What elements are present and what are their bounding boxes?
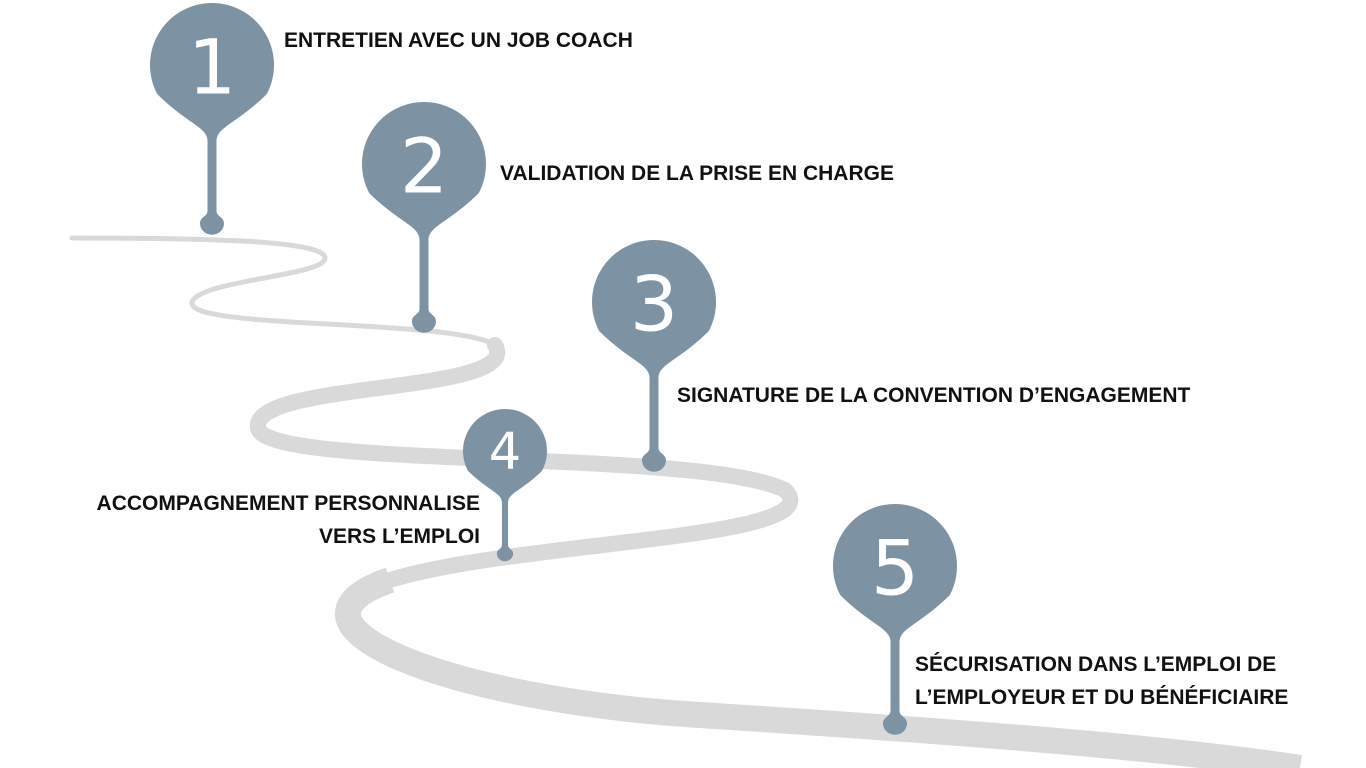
winding-road: [335, 567, 1302, 768]
pin-drop-shape: [592, 239, 716, 472]
step-number: 3: [630, 260, 678, 349]
step-pin: 2: [362, 101, 486, 333]
step-label-line: SÉCURISATION DANS L’EMPLOI DE: [915, 653, 1277, 676]
step-number: 2: [400, 122, 448, 211]
step-number: 1: [188, 23, 236, 112]
step-pin: 5: [833, 503, 957, 735]
step-pin: 4: [462, 409, 548, 562]
step-label-line: VALIDATION DE LA PRISE EN CHARGE: [500, 162, 894, 185]
pin-drop-shape: [462, 409, 548, 562]
step-pin: 3: [592, 239, 716, 472]
step-label-line: L’EMPLOYEUR ET DU BÉNÉFICIAIRE: [915, 686, 1289, 709]
step-label-3: SIGNATURE DE LA CONVENTION D’ENGAGEMENT: [677, 379, 1190, 412]
step-pins: 1 2 3 4 5: [149, 2, 957, 735]
step-label-4: ACCOMPAGNEMENT PERSONNALISE VERS L’EMPLO…: [97, 487, 480, 553]
step-label-line: ENTRETIEN AVEC UN JOB COACH: [284, 29, 633, 52]
step-number: 5: [871, 524, 919, 613]
winding-road: [69, 235, 498, 348]
step-label-line: VERS L’EMPLOI: [318, 525, 480, 548]
step-label-1: ENTRETIEN AVEC UN JOB COACH: [284, 24, 633, 57]
step-number: 4: [489, 423, 521, 482]
pin-drop-shape: [833, 503, 957, 735]
step-label-5: SÉCURISATION DANS L’EMPLOI DE L’EMPLOYEU…: [915, 648, 1288, 714]
step-label-line: SIGNATURE DE LA CONVENTION D’ENGAGEMENT: [677, 384, 1191, 407]
pin-drop-shape: [149, 2, 274, 235]
step-label-2: VALIDATION DE LA PRISE EN CHARGE: [500, 157, 894, 190]
step-label-line: ACCOMPAGNEMENT PERSONNALISE: [96, 492, 480, 515]
step-pin: 1: [149, 2, 274, 235]
pin-drop-shape: [362, 101, 486, 333]
